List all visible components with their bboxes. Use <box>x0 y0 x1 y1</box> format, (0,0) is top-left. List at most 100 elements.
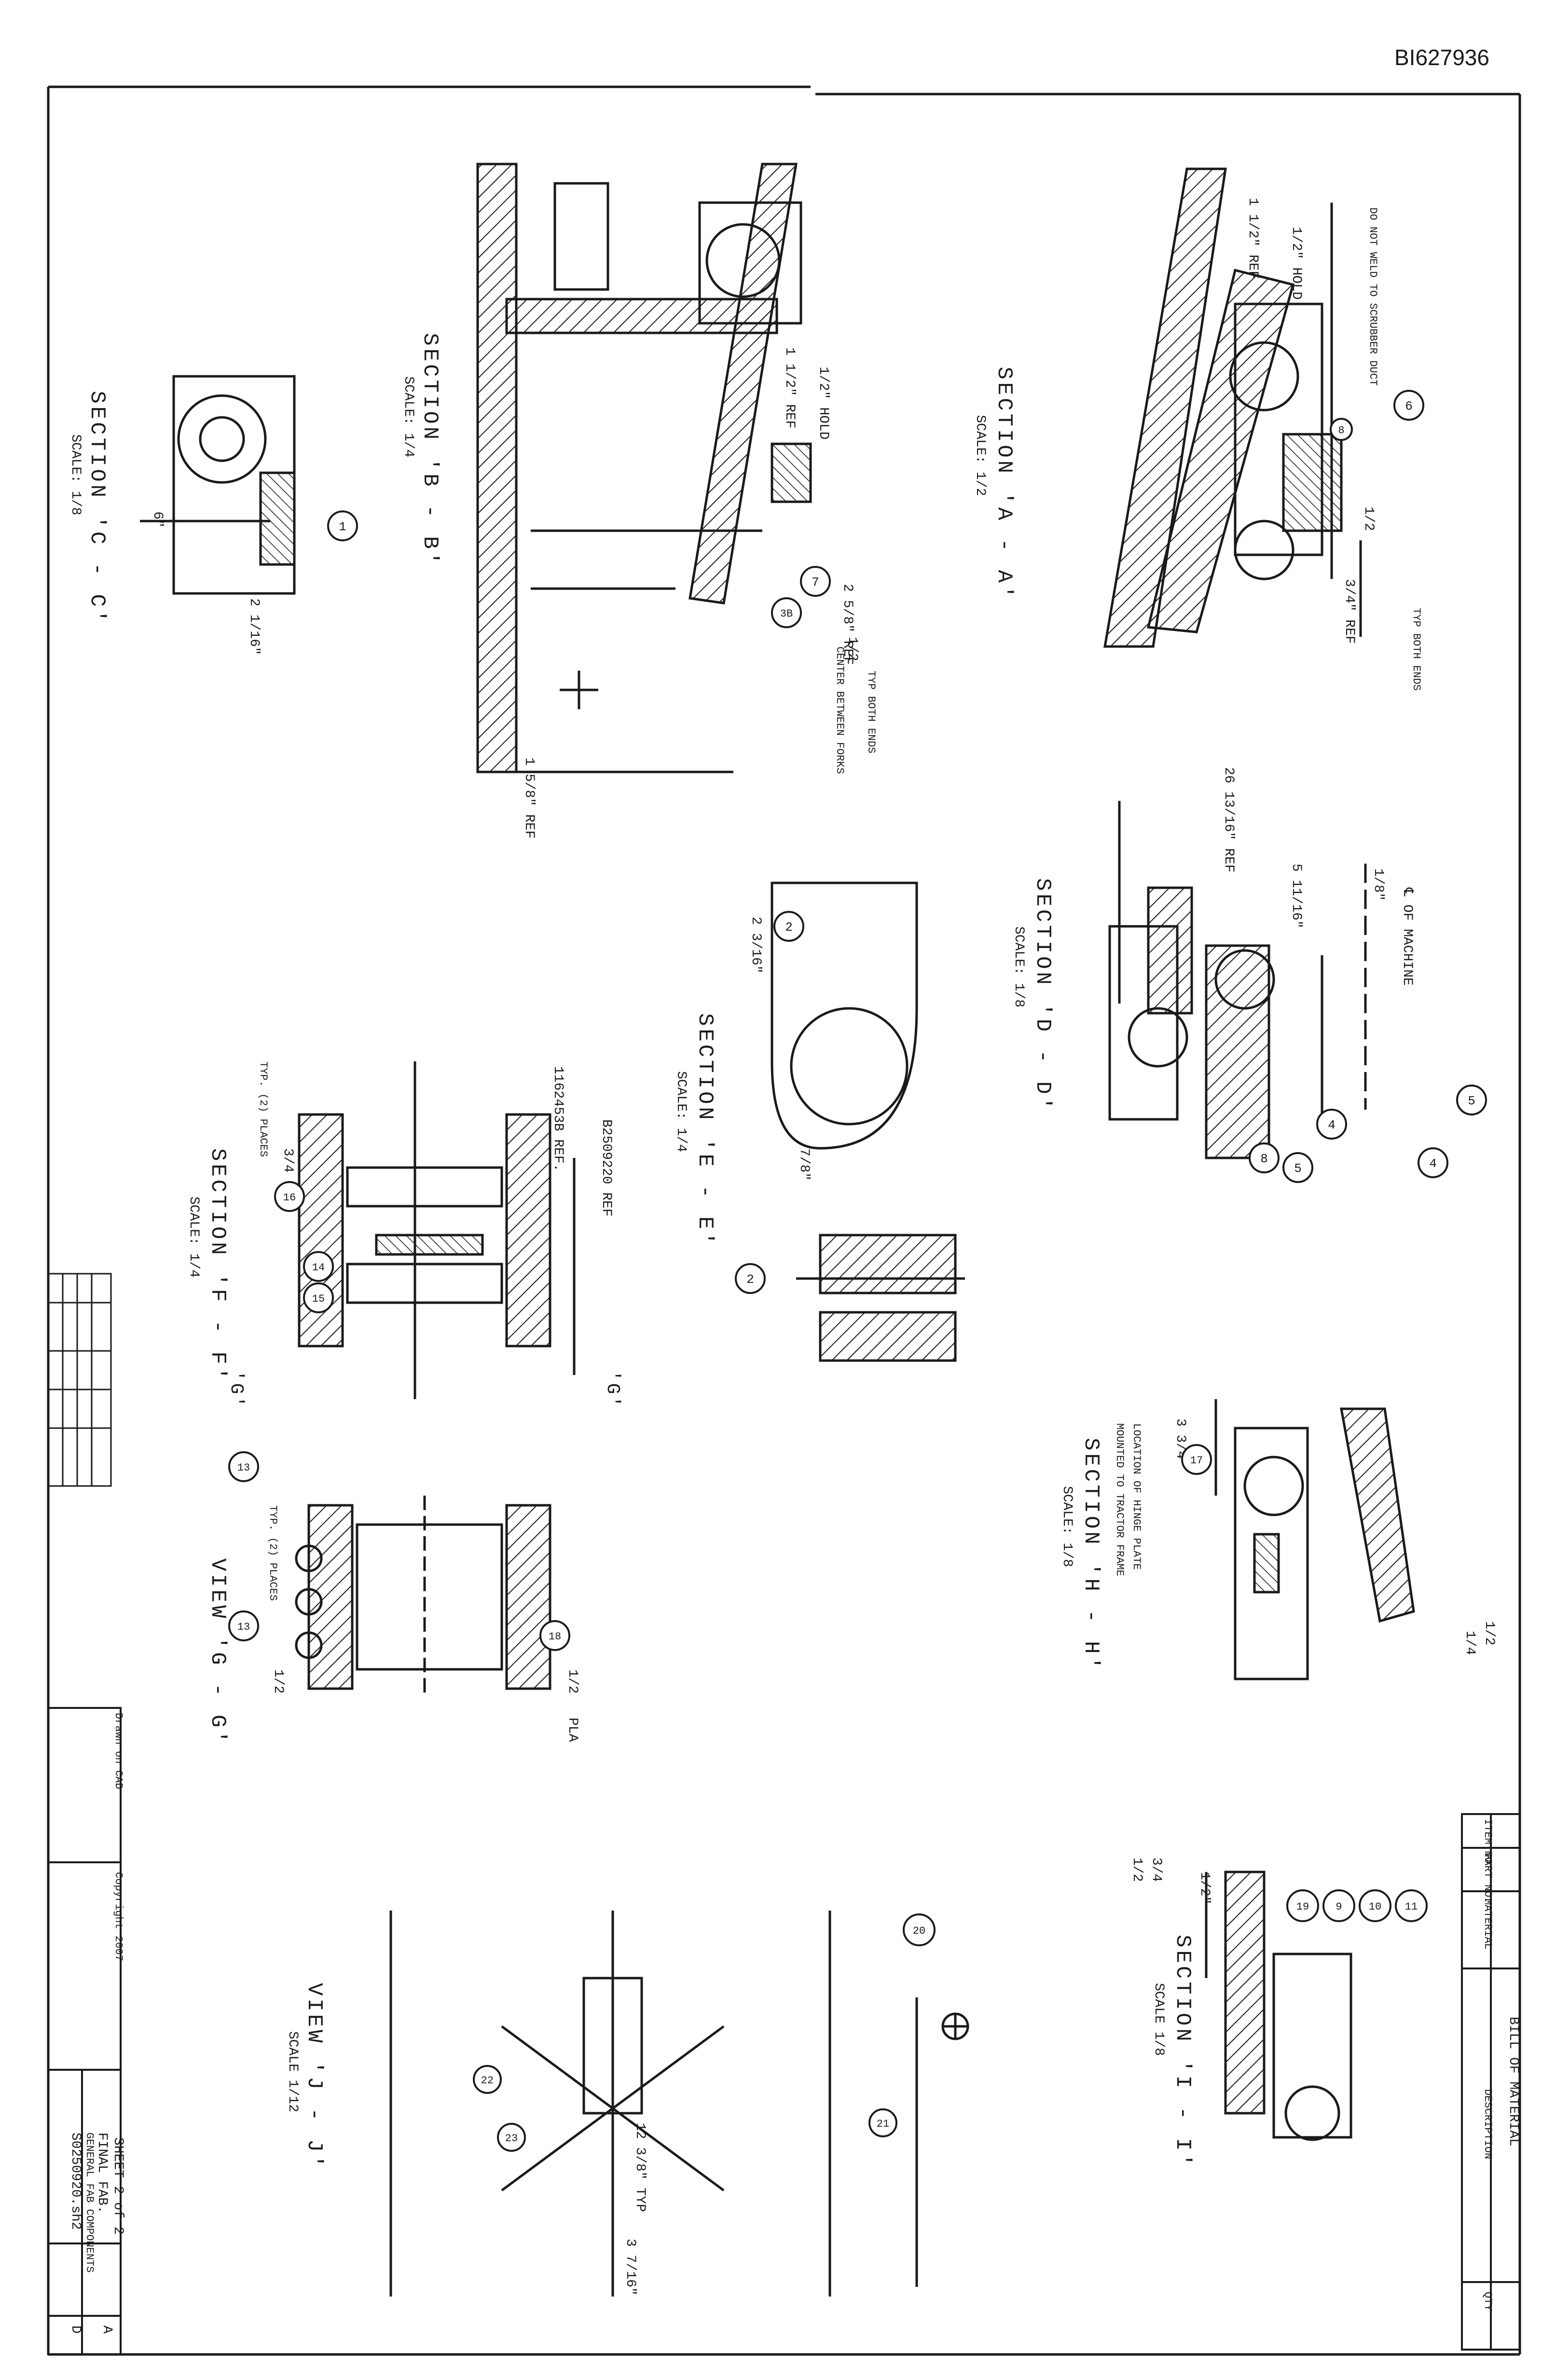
balloon-19 <box>1286 1889 1319 1922</box>
balloon-7 <box>800 566 831 597</box>
section-cc-annotations: SECTION 'C - C' SCALE: 1/8 6" 2 1/16" <box>68 391 262 655</box>
section-aa-annotations: SECTION 'A - A' SCALE: 1/2 DO NOT WELD T… <box>973 198 1422 691</box>
section-dd-machine-centerline: ℄ OF MACHINE <box>1400 887 1415 986</box>
section-aa-ref-dim-2: 3/4" REF <box>1342 579 1357 644</box>
title-block <box>47 1707 122 2355</box>
section-ff-weld-size: 3/4 <box>280 1148 295 1172</box>
section-bb-typ-note: TYP BOTH ENDS <box>865 671 877 754</box>
view-gg-weld-size-2: 1/2 <box>565 1669 580 1693</box>
section-aa-hold-dim: 1/2" HOLD <box>1289 227 1304 300</box>
title-block-sheet: SHEET 2 of 2 <box>110 2137 125 2235</box>
balloon-3b-label: 3B <box>780 608 793 620</box>
title-block-title: FINAL FAB. <box>95 2132 110 2214</box>
balloon-1 <box>327 510 358 541</box>
section-dd-title: SECTION 'D - D' <box>1031 878 1055 1113</box>
balloon-4a <box>1418 1147 1448 1178</box>
balloon-5b <box>1282 1152 1313 1183</box>
balloon-2a <box>773 911 804 942</box>
section-dd-dim-2: 5 11/16" <box>1289 864 1304 928</box>
view-jj-dim-2: 3 7/16" <box>623 2239 638 2296</box>
section-ff-view-arrow-label-2: 'G' <box>226 1370 247 1409</box>
section-ee-title: SECTION 'E - E' <box>693 1013 717 1248</box>
section-ff-drawing <box>298 1061 576 1399</box>
section-ff-ref-2: B2509220 REF <box>599 1119 614 1217</box>
view-gg-drawing <box>295 1496 551 1698</box>
balloon-7-label: 7 <box>812 575 819 590</box>
view-jj-title: VIEW 'J - J' <box>302 1983 326 2171</box>
document-id: BI627936 <box>1394 45 1489 70</box>
bom-col-material: MATERIAL <box>1482 1898 1494 1950</box>
section-ii-weld-size-2: 1/2 <box>1129 1857 1144 1882</box>
title-block-copyright: Copyright 2007 <box>112 1872 124 1961</box>
balloon-5a <box>1456 1085 1487 1115</box>
section-ii-scale: SCALE 1/8 <box>1151 1983 1166 2056</box>
title-block-labels: Drawn on CAD Copyright 2007 SHEET 2 of 2… <box>68 1713 125 2334</box>
balloon-21-label: 21 <box>877 2118 889 2130</box>
view-gg-pla-note: PLA <box>565 1718 580 1742</box>
balloon-11-label: 11 <box>1405 1901 1418 1913</box>
section-hh-annotations: SECTION 'H - H' SCALE: 1/8 LOCATION OF H… <box>1060 1418 1497 1672</box>
section-aa-typ-note: TYP BOTH ENDS <box>1410 608 1422 691</box>
section-ee-dim-1: 2 3/16" <box>748 917 763 974</box>
balloon-13a-label: 13 <box>237 1462 250 1474</box>
section-ee-drawing <box>771 881 965 1362</box>
view-gg-annotations: VIEW 'G - G' TYP. (2) PLACES 1/2 1/2 PLA <box>206 1505 580 1746</box>
section-dd-drawing <box>1108 801 1367 1159</box>
balloon-8d <box>1249 1142 1280 1173</box>
balloon-23-label: 23 <box>505 2132 518 2145</box>
section-aa-no-weld-note: DO NOT WELD TO SCRUBBER DUCT <box>1367 207 1379 386</box>
section-cc-dim-1: 6" <box>150 511 165 528</box>
section-ii-dim: 1/2" <box>1197 1872 1212 1904</box>
balloon-10 <box>1359 1889 1391 1922</box>
balloon-8d-label: 8 <box>1260 1152 1268 1166</box>
balloon-5b-label: 5 <box>1294 1161 1302 1176</box>
title-block-drawn-note: Drawn on CAD <box>112 1713 124 1789</box>
section-bb-ref-dim-3: 1 5/8" REF <box>522 757 537 839</box>
balloon-16-label: 16 <box>283 1192 296 1204</box>
section-aa-title: SECTION 'A - A' <box>992 367 1016 601</box>
balloon-3b <box>771 597 802 628</box>
section-ff-scale: SCALE: 1/4 <box>186 1197 201 1278</box>
section-dd-annotations: SECTION 'D - D' SCALE: 1/8 ℄ OF MACHINE … <box>1011 767 1415 1113</box>
bom-title: BILL OF MATERIAL <box>1506 2017 1521 2146</box>
section-hh-weld-size-1: 1/2 <box>1482 1621 1497 1645</box>
section-ff-ref-1: 1162453B REF. <box>551 1066 565 1171</box>
balloon-8-label: 8 <box>1338 425 1344 437</box>
balloon-23 <box>497 2123 526 2152</box>
section-bb-ref-dim: 1 1/2" REF <box>782 347 797 428</box>
balloon-13a <box>228 1451 259 1482</box>
section-ee-dim-2: 7/8" <box>797 1148 812 1181</box>
section-ff-typ-note: TYP. (2) PLACES <box>257 1061 269 1157</box>
section-hh-note-2: MOUNTED TO TRACTOR FRAME <box>1114 1423 1126 1576</box>
balloon-21 <box>868 2108 897 2137</box>
section-ee-scale: SCALE: 1/4 <box>674 1071 688 1152</box>
balloon-2b <box>735 1263 766 1294</box>
section-bb-hold-dim: 1/2" HOLD <box>816 367 831 440</box>
section-hh-weld-size-2: 1/4 <box>1462 1631 1477 1655</box>
section-dd-dim-1: 1/8" <box>1371 868 1386 901</box>
view-gg-typ-note: TYP. (2) PLACES <box>267 1505 279 1601</box>
balloon-11 <box>1395 1889 1428 1922</box>
balloon-2b-label: 2 <box>746 1272 754 1287</box>
section-cc-drawing <box>140 375 296 595</box>
title-block-revision: D <box>68 2325 83 2334</box>
section-ii-title: SECTION 'I - I' <box>1170 1935 1195 2169</box>
balloon-16 <box>274 1181 305 1212</box>
balloon-9 <box>1322 1889 1355 1922</box>
balloon-14-label: 14 <box>312 1262 325 1274</box>
section-bb-title: SECTION 'B - B' <box>418 333 442 567</box>
balloon-17 <box>1181 1444 1212 1475</box>
balloon-5a-label: 5 <box>1468 1094 1475 1108</box>
balloon-4b <box>1316 1109 1347 1140</box>
view-jj-scale: SCALE 1/12 <box>285 2031 300 2112</box>
balloon-15-label: 15 <box>312 1293 325 1305</box>
balloon-2a-label: 2 <box>785 920 793 935</box>
title-block-size: A <box>99 2325 114 2334</box>
view-gg-weld-size-1: 1/2 <box>271 1669 286 1693</box>
section-bb-ref-dim-2: 2 5/8" REF <box>840 584 855 665</box>
section-ii-annotations: SECTION 'I - I' SCALE 1/8 1/2" 3/4 1/2 <box>1129 1857 1212 2169</box>
balloon-1-label: 1 <box>339 520 346 534</box>
section-cc-scale: SCALE: 1/8 <box>68 434 83 515</box>
view-jj-dim-1: 12 3/8" TYP <box>633 2123 647 2212</box>
section-ii-drawing <box>1205 1871 1352 2141</box>
